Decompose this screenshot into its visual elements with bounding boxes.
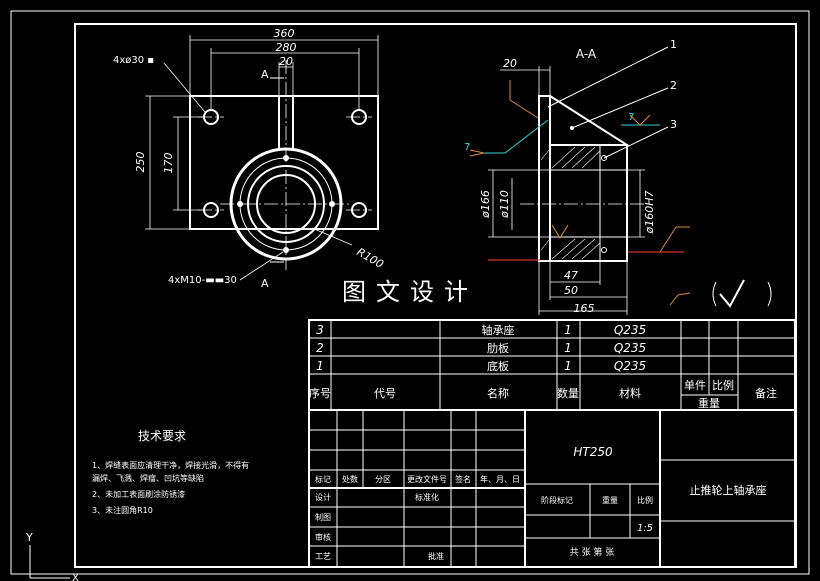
base-plate-outline: [189, 95, 379, 230]
tb-label-count: 处数: [342, 474, 358, 484]
roughness-7-left: 7: [464, 142, 470, 153]
tb-label-doc: 更改文件号: [407, 474, 447, 484]
bom-header-no: 序号: [309, 386, 331, 400]
bom-row-name: 肋板: [487, 341, 509, 355]
sec-dim-160h7-label: ø160H7: [643, 191, 656, 235]
callout-3: 3: [670, 118, 677, 131]
tb-label-scale: 比例: [637, 495, 653, 505]
bom-table: [308, 319, 796, 411]
tb-label-mark: 标记: [315, 474, 331, 484]
dim-250-label: 250: [134, 152, 147, 173]
tb-label-stage: 阶段标记: [541, 495, 573, 505]
dim-360-label: 360: [274, 27, 295, 40]
outer-sheet-border: [10, 10, 810, 575]
bom-row-qty: 1: [564, 323, 572, 337]
tech-req-title: 技术要求: [138, 429, 186, 443]
tap-note: 4xM10-▬▬30: [168, 275, 237, 286]
section-title: A-A: [576, 47, 597, 61]
tb-label-process: 工艺: [315, 552, 331, 561]
dim-r100-label: R100: [355, 245, 386, 271]
bom-row-no: 2: [316, 341, 324, 355]
bom-row-qty: 1: [564, 359, 572, 373]
section-housing: [549, 144, 628, 262]
front-view: [145, 35, 379, 281]
tech-req-item: 1、焊缝表面应清理干净，焊接光滑，不得有: [92, 460, 249, 470]
section-view: [469, 46, 772, 315]
tb-label-check: 审核: [315, 532, 331, 542]
section-base-plate: [538, 95, 551, 262]
ucs-icon: [29, 545, 70, 579]
title-material: HT250: [573, 445, 613, 459]
bom-header-qty: 数量: [557, 387, 579, 400]
sec-dim-47-label: 47: [564, 269, 578, 282]
title-block: [308, 409, 796, 568]
section-mark-top: A: [261, 68, 269, 81]
title-part-name: 止推轮上轴承座: [690, 483, 767, 497]
bom-row-no: 1: [316, 359, 324, 373]
tech-req-item: 2、未加工表面刷涂防锈漆: [92, 489, 185, 499]
hole-note: 4xø30 ▪: [113, 55, 154, 66]
sec-dim-50-label: 50: [564, 284, 578, 297]
bom-header-ratio: 比例: [712, 378, 734, 392]
tb-label-date: 年、月、日: [480, 474, 520, 484]
tb-label-design: 设计: [315, 492, 331, 502]
tech-req-item: 漏焊、飞溅、焊瘤、凹坑等缺陷: [92, 473, 204, 483]
bom-header-name: 名称: [487, 386, 509, 400]
bom-row-material: Q235: [614, 323, 646, 337]
ucs-y-label: Y: [25, 531, 33, 544]
tb-scale-value: 1:5: [637, 523, 653, 534]
sec-dim-20-label: 20: [503, 57, 517, 70]
bom-header-weight: 重量: [698, 396, 720, 410]
tech-req-item: 3、未注圆角R10: [92, 505, 153, 515]
tb-sheets: 共 张 第 张: [570, 546, 615, 558]
callout-1: 1: [670, 38, 677, 51]
bom-header-note: 备注: [755, 386, 777, 400]
tb-label-sign: 签名: [455, 474, 471, 484]
bom-row-name: 底板: [487, 359, 509, 373]
bom-row-material: Q235: [614, 341, 646, 355]
ucs-x-label: X: [72, 573, 79, 581]
tb-label-std: 标准化: [415, 492, 439, 502]
bom-row-material: Q235: [614, 359, 646, 373]
sec-dim-166-label: ø166: [479, 190, 492, 219]
roughness-7-right: 7: [628, 112, 634, 123]
bom-row-name: 轴承座: [482, 323, 515, 337]
tb-label-approve: 批准: [428, 551, 444, 561]
section-mark-bottom: A: [261, 277, 269, 290]
sec-dim-110-label: ø110: [498, 190, 511, 219]
sec-dim-165-label: 165: [574, 302, 595, 315]
tb-label-zone: 分区: [375, 475, 391, 484]
tb-label-draw: 制图: [315, 512, 331, 522]
dim-280-label: 280: [276, 41, 297, 54]
callout-2: 2: [670, 79, 677, 92]
dim-170-label: 170: [162, 153, 175, 174]
bom-header-unit: 单件: [684, 379, 706, 392]
watermark-text: 图文设计: [342, 278, 478, 306]
bom-row-no: 3: [316, 323, 324, 337]
tb-label-weight: 重量: [602, 495, 618, 505]
bom-row-qty: 1: [564, 341, 572, 355]
bom-header-material: 材料: [619, 386, 641, 400]
bom-header-code: 代号: [374, 387, 396, 400]
section-rib: [549, 95, 631, 146]
dim-20-label: 20: [279, 55, 293, 68]
